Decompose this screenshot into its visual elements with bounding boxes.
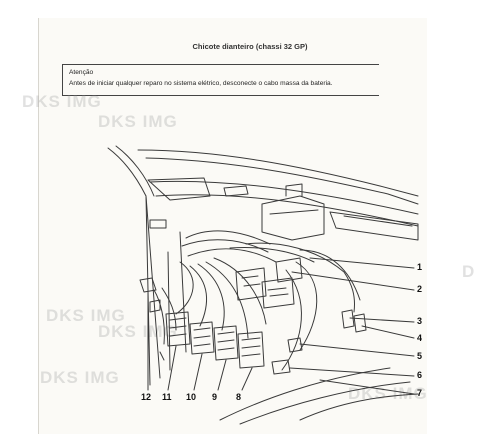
bracket (285, 183, 303, 197)
relay-block (261, 277, 295, 309)
callout-4: 4 (417, 333, 423, 343)
harness-wire (229, 247, 315, 263)
warning-text: Antes de iniciar qualquer reparo no sist… (69, 80, 333, 87)
leader-line (349, 317, 415, 323)
leader-line (289, 367, 415, 377)
body-outline (145, 195, 151, 386)
harness-wire (181, 239, 269, 253)
harness-wire (299, 249, 361, 301)
warning-box: Atenção Antes de iniciar qualquer reparo… (62, 64, 379, 96)
watermark: DKS IMG (40, 368, 120, 387)
lower-panel (179, 231, 187, 353)
callout-11: 11 (162, 392, 172, 402)
leader-line (291, 271, 415, 291)
body-outline (107, 147, 161, 379)
dashboard-edge (145, 157, 419, 205)
callout-7: 7 (417, 388, 423, 398)
callout-3: 3 (417, 316, 423, 326)
page-title: Chicote dianteiro (chassi 32 GP) (192, 42, 308, 51)
bracket (261, 195, 325, 241)
relay-block (267, 287, 289, 297)
leader-line (299, 343, 415, 357)
relay-block (241, 275, 261, 287)
callout-1: 1 (417, 262, 423, 272)
harness-wire (175, 261, 194, 315)
leader-line (361, 325, 415, 339)
floor-curve (239, 381, 411, 425)
bracket (223, 185, 249, 197)
floor-curve (299, 393, 419, 421)
floor-curve (219, 367, 391, 421)
watermark: D (462, 262, 476, 281)
callout-6: 6 (417, 370, 423, 380)
connector-5 (287, 337, 303, 353)
bracket (269, 209, 319, 215)
relay-block (275, 257, 303, 283)
lower-panel (149, 219, 167, 229)
leader-line (241, 367, 253, 391)
connector-11 (169, 317, 187, 337)
leader-line (217, 359, 227, 391)
harness-wire (161, 287, 177, 331)
harness-wire (213, 257, 267, 325)
harness-wire (281, 269, 302, 371)
harness-wire (245, 242, 355, 313)
connector-4 (353, 313, 367, 333)
harness-wire (295, 261, 318, 351)
connector-9 (217, 331, 235, 351)
harness-wire (185, 230, 271, 245)
harness-wire (153, 289, 165, 345)
connector-10 (193, 327, 211, 347)
watermark: DKS IMG (46, 306, 126, 325)
connector-3 (341, 309, 355, 329)
harness-wire (197, 263, 225, 331)
callout-8: 8 (236, 392, 242, 402)
harness-wire (205, 261, 249, 339)
body-outline (115, 145, 155, 197)
pillar-outline (147, 177, 211, 201)
lower-panel (167, 251, 171, 371)
harness-wire (187, 248, 277, 263)
leader-line (309, 257, 415, 269)
leader-line (319, 379, 415, 395)
leader-line (193, 353, 203, 391)
plug-12 (139, 277, 157, 293)
relay-block (235, 267, 267, 301)
connector-8 (237, 331, 265, 369)
connector-8 (241, 337, 261, 357)
callout-9: 9 (212, 392, 218, 402)
callout-5: 5 (417, 351, 423, 361)
watermark: DKS IMG (98, 112, 178, 131)
windshield-line (155, 194, 419, 227)
leader-line (167, 345, 177, 391)
connector-11 (165, 311, 191, 347)
connector-10 (189, 321, 215, 355)
callout-12: 12 (141, 392, 152, 402)
lower-panel (149, 299, 161, 313)
connector-6 (271, 359, 291, 375)
vent-slot (329, 211, 419, 241)
lower-panel (159, 351, 165, 361)
warning-heading: Atenção (69, 69, 94, 76)
watermark: DKS IMG (22, 92, 102, 111)
watermark: DKS IMG (348, 384, 428, 403)
windshield-line (149, 180, 419, 215)
connector-9 (213, 325, 239, 361)
vent-slot (343, 215, 413, 227)
harness-wire (189, 265, 208, 327)
dashboard-edge (137, 149, 419, 197)
callout-2: 2 (417, 284, 423, 294)
callout-10: 10 (186, 392, 197, 402)
